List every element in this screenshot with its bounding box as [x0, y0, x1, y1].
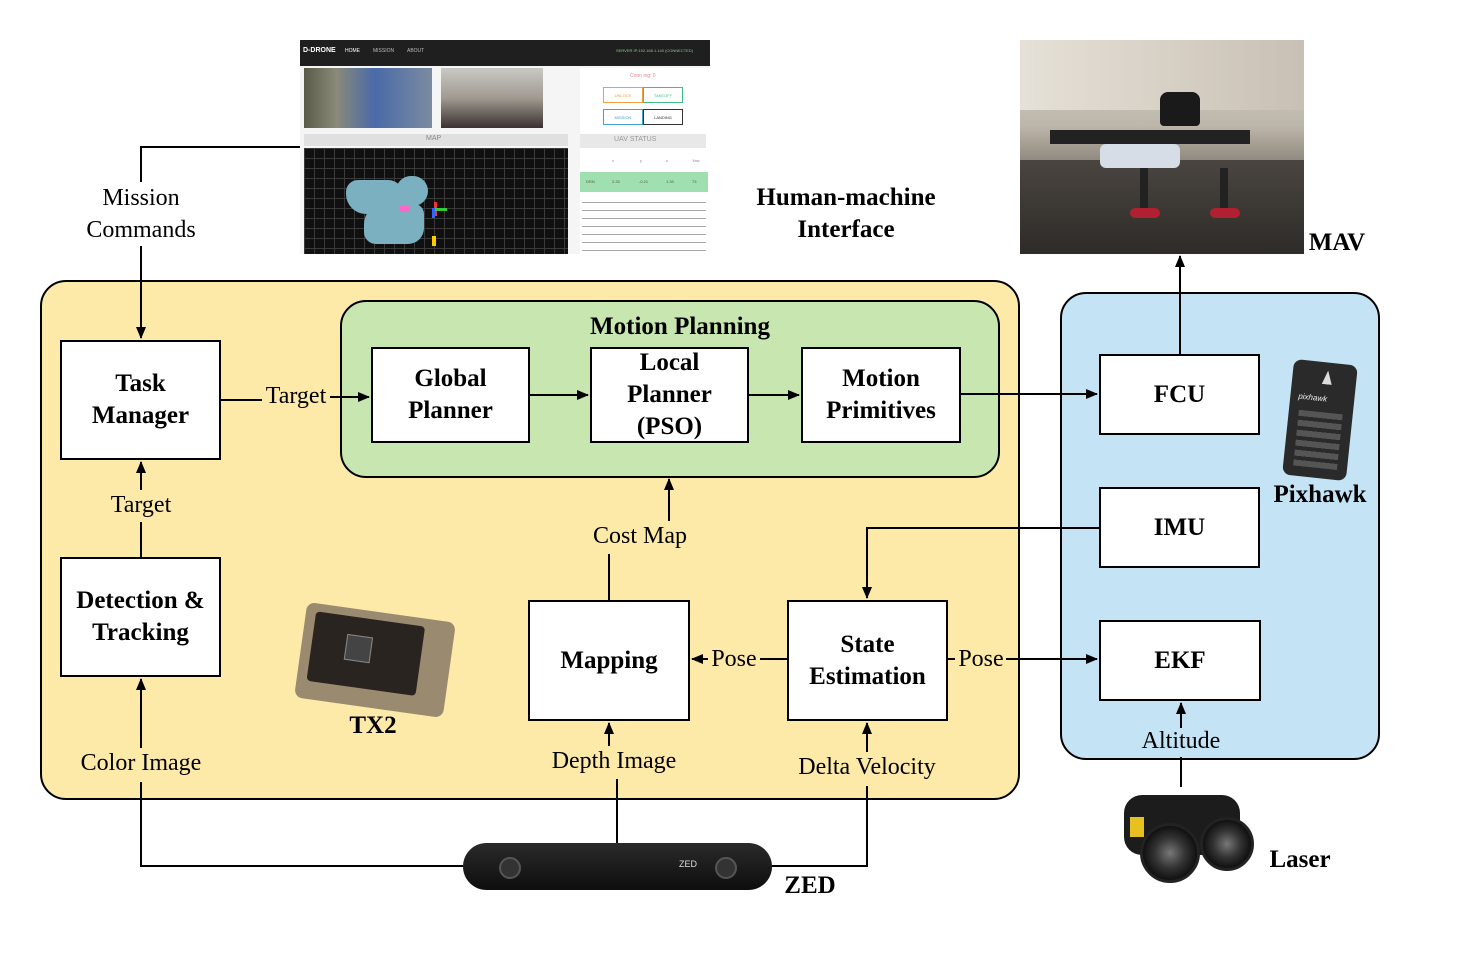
hmi-map-goal-marker: [432, 236, 436, 246]
hmi-map-header: [304, 134, 568, 146]
mav-photo: [1020, 40, 1304, 254]
arrow-color-image-1: [140, 782, 463, 867]
hmi-map-drone-marker: [400, 206, 410, 212]
label-pose-ekf: Pose: [958, 646, 1004, 672]
motion-primitives-box: Motion Primitives: [801, 347, 961, 443]
arrow-mission-commands: [140, 146, 300, 182]
hmi-map-obstacle-2: [364, 204, 424, 244]
mav-body: [1160, 92, 1200, 126]
hmi-uav-status-label: UAV STATUS: [614, 136, 657, 143]
hmi-takeoff-button[interactable]: TAKEOFF: [643, 87, 683, 103]
hmi-status-drone: DRN: [586, 179, 595, 184]
laser-lens-left-icon: [1140, 823, 1200, 883]
hmi-navbar: [300, 40, 710, 66]
fcu-box: FCU: [1099, 354, 1260, 435]
hmi-nav-mission[interactable]: MISSION: [373, 48, 395, 54]
caption-mav: MAV: [1308, 229, 1366, 256]
hmi-map-axis-z: [432, 208, 435, 218]
imu-box: IMU: [1099, 487, 1260, 568]
label-cost-map: Cost Map: [592, 523, 687, 549]
hmi-status-header-yaw: Yaw: [692, 158, 700, 163]
hmi-status-yaw: 73: [692, 179, 697, 184]
mav-leg-right: [1220, 168, 1228, 218]
label-color-image: Color Image: [80, 750, 202, 776]
hmi-unlock-button[interactable]: UNLOCK: [603, 87, 643, 103]
hmi-map-label: MAP: [426, 135, 442, 142]
caption-pixhawk: Pixhawk: [1273, 481, 1367, 508]
mav-leg-left: [1140, 168, 1148, 218]
tx2-module: [294, 602, 456, 718]
mav-foot-left: [1130, 208, 1160, 218]
label-target-planner: Target: [265, 383, 327, 409]
hmi-status-header-z: z: [666, 158, 668, 163]
task-manager-box: Task Manager: [60, 340, 221, 460]
mav-frame-arms: [1050, 130, 1250, 144]
zed-brand: ZED: [679, 859, 697, 869]
caption-tx2: TX2: [349, 712, 397, 739]
ekf-box: EKF: [1099, 620, 1261, 701]
hmi-camera-feed-2: [441, 68, 543, 128]
arrow-imu-state: [862, 527, 1099, 599]
state-estimation-box: State Estimation: [787, 600, 948, 721]
zed-lens-left-icon: [499, 857, 521, 879]
hmi-nav-about[interactable]: ABOUT: [407, 48, 425, 54]
label-delta-velocity: Delta Velocity: [798, 754, 936, 780]
tx2-chip-icon: [343, 633, 374, 664]
hmi-log-console: [582, 198, 706, 254]
caption-hmi: Human-machine Interface: [756, 184, 936, 243]
hmi-brand: D-DRONE: [303, 47, 336, 54]
arrow-delta-velocity-1: [772, 786, 868, 867]
label-target-detection: Target: [110, 492, 172, 518]
pixhawk-device: pixhawk: [1282, 358, 1358, 482]
hmi-status-z: 1.33: [666, 179, 674, 184]
hmi-status-header-x: x: [612, 158, 614, 163]
hmi-landing-button[interactable]: LANDING: [643, 109, 683, 125]
label-mission-commands: Mission Commands: [86, 185, 196, 243]
motion-planning-title: Motion Planning: [590, 313, 770, 340]
caption-zed: ZED: [784, 872, 836, 899]
mav-battery: [1100, 144, 1180, 168]
zed-camera: ZED: [463, 843, 772, 890]
hmi-status-row: [580, 172, 708, 192]
local-planner-box: Local Planner (PSO): [590, 347, 749, 443]
global-planner-box: Global Planner: [371, 347, 530, 443]
detection-tracking-box: Detection & Tracking: [60, 557, 221, 677]
label-depth-image: Depth Image: [551, 748, 677, 774]
hmi-nav-home[interactable]: HOME: [345, 48, 360, 54]
laser-accent: [1130, 817, 1144, 837]
hmi-status-header-y: y: [640, 158, 642, 163]
laser-sensor: [1110, 787, 1254, 893]
hmi-screenshot: D-DRONE HOME MISSION ABOUT SERVER IP:192…: [300, 40, 710, 254]
hmi-map-axis-y: [435, 208, 447, 211]
label-altitude: Altitude: [1141, 728, 1221, 754]
zed-lens-right-icon: [715, 857, 737, 879]
hmi-uav-status-header: [580, 134, 706, 148]
hmi-map-obstacle-3: [396, 176, 428, 206]
pixhawk-arrow-icon: [1322, 370, 1333, 385]
caption-laser: Laser: [1269, 846, 1331, 873]
hmi-status-x: 2.33: [612, 179, 620, 184]
label-pose-mapping: Pose: [711, 646, 757, 672]
hmi-connect-label: Conn ing: 0: [630, 73, 656, 79]
hmi-mission-button[interactable]: MISSION: [603, 109, 643, 125]
pixhawk-ports: [1293, 409, 1343, 471]
hmi-map-grid: [304, 148, 568, 254]
hmi-status-y: -0.21: [639, 179, 649, 184]
pixhawk-brand: pixhawk: [1297, 391, 1328, 404]
mav-foot-right: [1210, 208, 1240, 218]
mav-photo-table: [1020, 160, 1304, 254]
laser-lens-right-icon: [1200, 817, 1254, 871]
hmi-camera-feed-1: [304, 68, 432, 128]
hmi-server-status: SERVER IP:192.168.1.140 (CONNECTED): [616, 48, 694, 53]
mapping-box: Mapping: [528, 600, 690, 721]
